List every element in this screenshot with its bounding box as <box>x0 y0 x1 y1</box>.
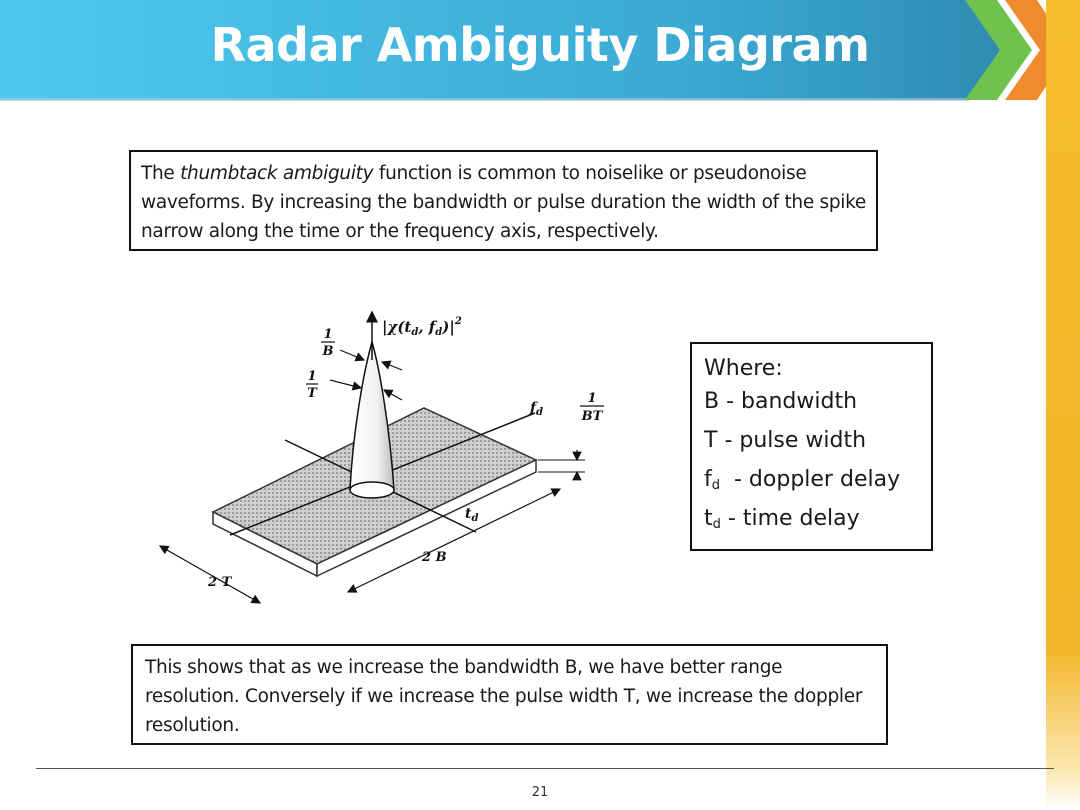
intro-text-box: The thumbtack ambiguity function is comm… <box>129 150 878 251</box>
spike-base <box>349 481 395 499</box>
slide-title: Radar Ambiguity Diagram <box>210 18 870 72</box>
footer-divider <box>36 768 1054 769</box>
legend-item-time-delay: td - time delay <box>704 506 860 532</box>
intro-text-part2: function is common to noiselike or pseud… <box>141 163 866 242</box>
label-2B: 2 B <box>421 550 447 565</box>
label-one-over-BT-den: BT <box>581 409 604 424</box>
header-banner <box>0 0 1000 101</box>
label-one-over-T-den: T <box>307 386 318 401</box>
label-one-over-B-den: B <box>322 344 334 359</box>
legend-box: Where: B - bandwidth T - pulse width fd … <box>690 342 933 551</box>
header-background <box>0 0 1000 101</box>
label-td: td <box>465 506 478 524</box>
width-arrow-T-right <box>382 389 403 401</box>
conclusion-text-box: This shows that as we increase the bandw… <box>131 644 888 745</box>
z-axis-label: |χ(td, fd)|2 <box>382 316 462 338</box>
legend-item-pulse-width: T - pulse width <box>704 428 867 453</box>
side-accent-strip <box>1046 0 1080 810</box>
label-one-over-BT-num: 1 <box>587 391 596 406</box>
dimension-2T-arrow <box>158 545 262 604</box>
label-one-over-B-num: 1 <box>323 327 332 342</box>
page-number: 21 <box>531 785 549 800</box>
label-one-over-T-num: 1 <box>307 369 316 384</box>
width-arrow-T-left <box>329 379 363 391</box>
legend-item-bandwidth: B - bandwidth <box>704 389 858 414</box>
label-fd: fd <box>529 400 543 418</box>
legend-heading: Where: <box>704 356 783 381</box>
intro-text-part1: The <box>141 163 181 184</box>
label-2T: 2 T <box>207 575 233 590</box>
dimension-2B-arrow <box>346 488 562 593</box>
legend-item-doppler-delay: fd - doppler delay <box>704 467 901 493</box>
width-arrow-B-right <box>380 360 403 371</box>
width-arrow-B-left <box>339 349 366 362</box>
thumbtack-ambiguity-diagram: |χ(td, fd)|2 1 B 1 T 1 BT fd td 2 B 2 T <box>158 310 604 604</box>
intro-emphasis: thumbtack ambiguity <box>180 163 374 184</box>
